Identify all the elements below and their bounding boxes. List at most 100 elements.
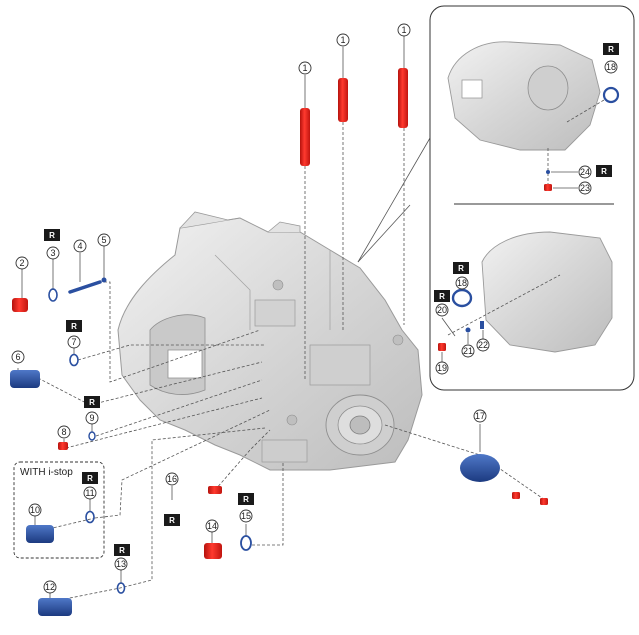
o-ring-7 [69,353,79,367]
bolt-16 [208,486,222,494]
plug-14 [204,543,222,559]
o-ring-11 [85,510,95,524]
cover-17 [460,454,500,482]
rod-4 [68,280,102,294]
callout-19: 19 [435,361,449,375]
svg-text:8: 8 [61,427,66,437]
transmission-housing [117,211,423,471]
svg-text:15: 15 [241,511,251,521]
shift-rod-parts [300,68,408,166]
callout-1: 1 [397,23,411,37]
callout-14: 14 [205,519,219,533]
replace-badge: R [84,396,100,408]
sensor-10 [26,525,54,543]
svg-text:1: 1 [401,25,406,35]
leader-lines [17,35,546,601]
callout-9: 9 [85,411,99,425]
pin-5 [101,277,107,283]
callout-1: 1 [298,61,312,75]
svg-text:4: 4 [77,241,82,251]
o-ring-3 [48,288,58,302]
o-ring-9 [88,431,96,441]
svg-text:1: 1 [302,63,307,73]
shift-rod-1c [398,68,408,128]
svg-text:24: 24 [580,167,590,177]
callout-18: 18 [455,276,469,290]
callout-6: 6 [11,350,25,364]
o-ring-13 [116,582,126,594]
callout-8: 8 [57,425,71,439]
replace-badge: R [238,493,254,505]
callout-7: 7 [67,335,81,349]
plug-19 [438,343,446,351]
svg-text:18: 18 [606,62,616,72]
replace-badge: R [596,165,612,177]
svg-text:16: 16 [167,474,177,484]
replace-badge: R [453,262,469,274]
callout-20: 20 [435,303,449,317]
svg-text:23: 23 [580,183,590,193]
callout-24: 24 [578,165,592,179]
replace-badge: R [434,290,450,302]
plug-2 [12,298,28,312]
svg-text:R: R [89,398,95,407]
callout-15: 15 [239,509,253,523]
svg-text:R: R [439,292,445,301]
svg-text:2: 2 [19,258,24,268]
svg-text:13: 13 [116,559,126,569]
shift-rod-1a [300,108,310,166]
callout-4: 4 [73,239,87,253]
svg-text:R: R [169,516,175,525]
replace-badges: R R R R R R R R R R R [44,43,619,556]
shift-rod-1b [338,78,348,122]
pin-24 [546,170,550,174]
callout-18: 18 [604,60,618,74]
svg-text:17: 17 [475,411,485,421]
left-parts [10,277,548,616]
replace-badge: R [44,229,60,241]
replace-badge: R [82,472,98,484]
svg-text:21: 21 [463,346,473,356]
inset-panel [429,5,635,391]
callout-5: 5 [97,233,111,247]
seal-18a [602,86,620,104]
svg-text:9: 9 [89,413,94,423]
replace-badge: R [164,514,180,526]
svg-text:5: 5 [101,235,106,245]
svg-text:20: 20 [437,305,447,315]
svg-text:18: 18 [457,278,467,288]
callout-10: 10 [28,503,42,517]
replace-badge: R [114,544,130,556]
callout-23: 23 [578,181,592,195]
callout-12: 12 [43,580,57,594]
svg-text:R: R [601,167,607,176]
o-ring-15 [240,535,252,551]
callout-16: 16 [165,472,179,486]
replace-badge: R [603,43,619,55]
i-stop-caption: WITH i-stop [20,467,73,478]
svg-text:10: 10 [30,505,40,515]
svg-text:19: 19 [437,363,447,373]
plug-23 [544,184,552,191]
svg-text:R: R [49,231,55,240]
callout-3: 3 [46,246,60,260]
svg-text:6: 6 [15,352,20,362]
svg-text:1: 1 [340,35,345,45]
sensor-6 [10,370,40,388]
svg-text:3: 3 [50,248,55,258]
svg-text:R: R [458,264,464,273]
callout-2: 2 [15,256,29,270]
callout-1: 1 [336,33,350,47]
pin-22 [480,321,484,329]
callout-22: 22 [476,338,490,352]
callout-11: 11 [83,486,97,500]
callout-numbers: 1112345678910111213141516171818192021222… [11,23,618,594]
sensor-12 [38,598,72,616]
svg-text:R: R [71,322,77,331]
svg-text:7: 7 [71,337,76,347]
svg-text:R: R [608,45,614,54]
svg-text:22: 22 [478,340,488,350]
callout-13: 13 [114,557,128,571]
replace-badge: R [66,320,82,332]
